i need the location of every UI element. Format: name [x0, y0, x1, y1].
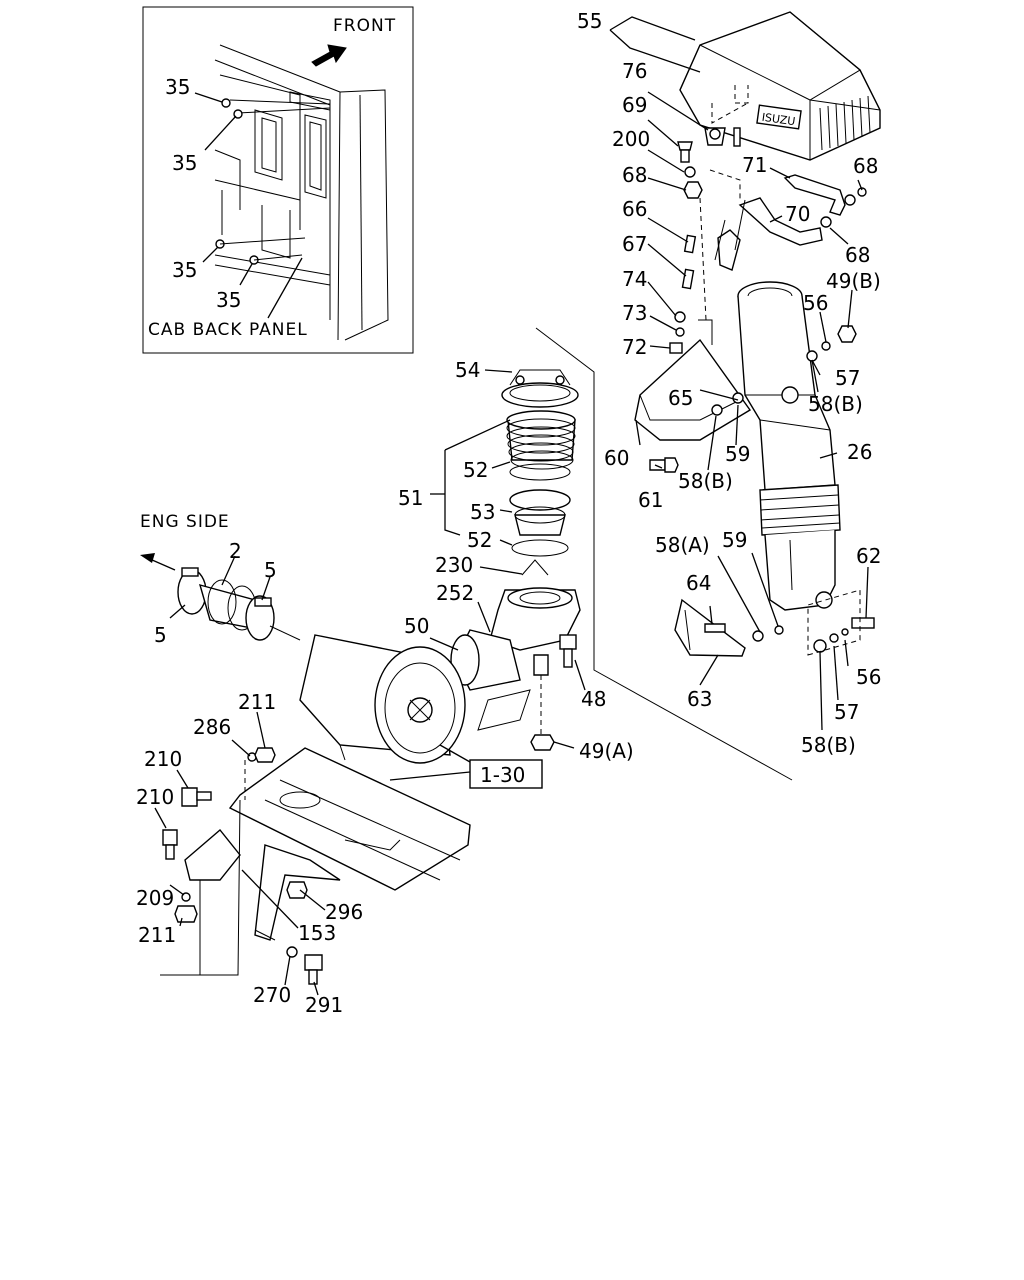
- inset-callout-35-c: 35: [172, 258, 197, 282]
- callout-71: 71: [742, 153, 767, 177]
- lower-duct-bracket: [674, 598, 784, 657]
- callout-49b: 49(B): [826, 269, 881, 293]
- callout-67: 67: [622, 232, 647, 256]
- callout-64: 64: [686, 571, 711, 595]
- callout-62: 62: [856, 544, 881, 568]
- callout-2: 2: [229, 539, 242, 563]
- callout-65: 65: [668, 386, 693, 410]
- callout-leader-lines: [154, 16, 869, 996]
- callout-50: 50: [404, 614, 429, 638]
- inset-callout-35-d: 35: [216, 288, 241, 312]
- callout-56-b: 56: [856, 665, 881, 689]
- callout-63: 63: [687, 687, 712, 711]
- callout-69: 69: [622, 93, 647, 117]
- callout-57-a: 57: [835, 366, 860, 390]
- callout-66: 66: [622, 197, 647, 221]
- callout-286: 286: [193, 715, 231, 739]
- callout-59-a: 59: [725, 442, 750, 466]
- air-cleaner-mounting-base: [228, 747, 471, 891]
- callout-59-b: 59: [722, 528, 747, 552]
- inset-callout-35-b: 35: [172, 151, 197, 175]
- callout-296: 296: [325, 900, 363, 924]
- callout-58b-c: 58(B): [801, 733, 856, 757]
- cab-back-panel-drawing: [214, 44, 389, 341]
- callout-291: 291: [305, 993, 343, 1017]
- cab-back-panel-label: CAB BACK PANEL: [148, 320, 308, 340]
- cab-back-panel-inset: FRONT: [142, 6, 414, 354]
- callout-55: 55: [577, 9, 602, 33]
- callout-200: 200: [612, 127, 650, 151]
- air-cleaner-body: [299, 634, 531, 764]
- inlet-hose-and-clamps: [177, 567, 301, 641]
- callout-211-a: 211: [238, 690, 276, 714]
- callout-68-a: 68: [622, 163, 647, 187]
- callout-52-b: 52: [467, 528, 492, 552]
- callout-51: 51: [398, 486, 423, 510]
- callout-61: 61: [638, 488, 663, 512]
- reference-box-label: 1-30: [480, 763, 525, 787]
- callout-72: 72: [622, 335, 647, 359]
- callout-26: 26: [847, 440, 872, 464]
- callout-48: 48: [581, 687, 606, 711]
- pre-cleaner-cap: ISUZU: [679, 11, 881, 161]
- callout-5-b: 5: [154, 623, 167, 647]
- callout-60: 60: [604, 446, 629, 470]
- callout-70: 70: [785, 202, 810, 226]
- callout-153: 153: [298, 921, 336, 945]
- callout-68-c: 68: [845, 243, 870, 267]
- front-arrow-icon: [311, 44, 347, 67]
- callout-5-a: 5: [264, 558, 277, 582]
- callout-53: 53: [470, 500, 495, 524]
- isuzu-badge-text: ISUZU: [761, 111, 796, 129]
- callout-58b-a: 58(B): [808, 392, 863, 416]
- upper-duct-bracket: [634, 319, 752, 441]
- callout-58a: 58(A): [655, 533, 710, 557]
- mounting-straps: [714, 174, 867, 271]
- callout-68-b: 68: [853, 154, 878, 178]
- callout-54: 54: [455, 358, 480, 382]
- front-direction-label: FRONT: [333, 16, 396, 36]
- intake-duct: [737, 281, 841, 611]
- callout-252: 252: [436, 581, 474, 605]
- callout-73: 73: [622, 301, 647, 325]
- callout-57-b: 57: [834, 700, 859, 724]
- callout-209: 209: [136, 886, 174, 910]
- callout-230: 230: [435, 553, 473, 577]
- callout-74: 74: [622, 267, 647, 291]
- engine-side-arrow-icon: [140, 553, 155, 563]
- duct-bellows: [759, 484, 841, 536]
- accordion-hose: [506, 410, 576, 470]
- engine-side-label: ENG SIDE: [140, 512, 230, 532]
- support-brackets: [160, 799, 341, 976]
- callout-211-b: 211: [138, 923, 176, 947]
- vent-louvers: [819, 95, 871, 151]
- callout-52-a: 52: [463, 458, 488, 482]
- callout-49a: 49(A): [579, 739, 634, 763]
- callout-56-a: 56: [803, 291, 828, 315]
- callout-labels: 55 76 69 200 68 71 68 70 68 66 67 49(B) …: [136, 9, 881, 1017]
- callout-58b-b: 58(B): [678, 469, 733, 493]
- callout-210-b: 210: [136, 785, 174, 809]
- callout-76: 76: [622, 59, 647, 83]
- inset-callout-35-a: 35: [165, 75, 190, 99]
- callout-270: 270: [253, 983, 291, 1007]
- hose-assembly: [450, 369, 581, 751]
- callout-210-a: 210: [144, 747, 182, 771]
